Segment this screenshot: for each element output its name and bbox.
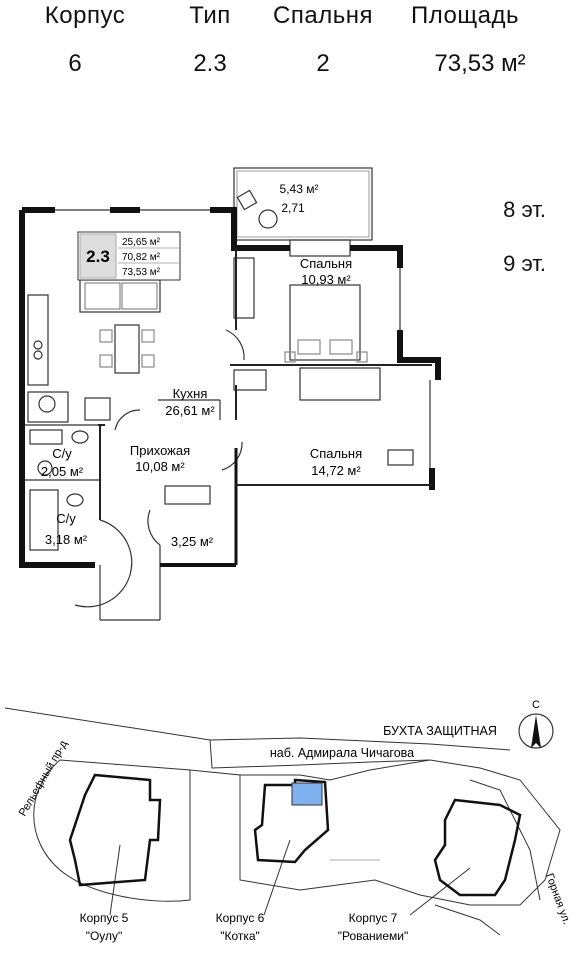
area-value: 73,53 м² [434,50,526,77]
balcony-area: 5,43 м² [280,182,319,196]
building-5 [68,773,162,887]
building-7-nick: "Рованиеми" [338,929,409,943]
badge-type: 2.3 [86,247,110,266]
type-value: 2.3 [193,50,227,77]
embankment-label: наб. Адмирала Чичагова [270,746,414,760]
korpus-column: Корпус 6 [0,2,170,78]
balcony-sub: 2,71 [281,201,305,215]
street-left-label: Рельефный пр-д [17,738,70,818]
bedroom2-name: Спальня [310,446,362,461]
korpus-label: Корпус [44,2,126,29]
bath1-name: С/у [52,446,72,461]
hall-name: Прихожая [130,443,190,458]
compass: С [518,699,554,749]
area-column: Площадь 73,53 м² [395,2,535,78]
bath2-area: 3,18 м² [45,532,88,547]
type-column: Тип 2.3 [170,2,250,78]
building-7-name[interactable]: Корпус 7 [349,911,398,925]
building-5-nick: "Оулу" [86,929,123,943]
street-right-label: Горная ул. [543,872,573,926]
building-5-name[interactable]: Корпус 5 [80,911,129,925]
site-map: С БУХТА ЗАЩИТНАЯ наб. Адмирала Чичагова … [4,699,573,943]
closet-area: 3,25 м² [171,534,214,549]
hall-area: 10,08 м² [135,459,185,474]
bath2-name: С/у [56,511,76,526]
building-7 [433,798,522,897]
compass-label: С [532,699,540,711]
bath1-area: 2,05 м² [41,464,84,479]
exterior-wall [19,210,95,568]
floor-9[interactable]: 9 эт. [503,251,546,276]
area-label: Площадь [411,2,519,29]
floor-plan: 2.3 25,65 м² 70,82 м² 73,53 м² 5,43 м² 2… [19,167,441,621]
building-6 [253,778,330,864]
badge-area-total: 70,82 м² [122,252,161,263]
kitchen-name: Кухня [173,386,208,401]
bedroom1-area: 10,93 м² [301,272,351,287]
kitchen-area: 26,61 м² [165,403,215,418]
badge-area-full: 73,53 м² [122,267,161,278]
floor-8[interactable]: 8 эт. [503,197,546,222]
bedroom-label: Спальня [273,2,373,29]
type-label: Тип [189,2,231,29]
bedroom1-name: Спальня [300,256,352,271]
apartment-badge: 2.3 25,65 м² 70,82 м² 73,53 м² [77,231,181,281]
bay-label: БУХТА ЗАЩИТНАЯ [383,724,497,738]
korpus-value: 6 [68,50,82,77]
building-6-name[interactable]: Корпус 6 [216,911,265,925]
highlighted-apartment [291,782,323,806]
bedroom2-area: 14,72 м² [311,463,361,478]
shoreline [4,707,511,751]
badge-area-living: 25,65 м² [122,237,161,248]
bedroom-column: Спальня 2 [258,2,388,78]
bed [289,284,361,361]
bedroom-value: 2 [316,50,330,77]
apartment-header: Корпус 6 Тип 2.3 Спальня 2 Площадь 73,53… [0,0,576,90]
building-6-nick: "Котка" [220,929,260,943]
